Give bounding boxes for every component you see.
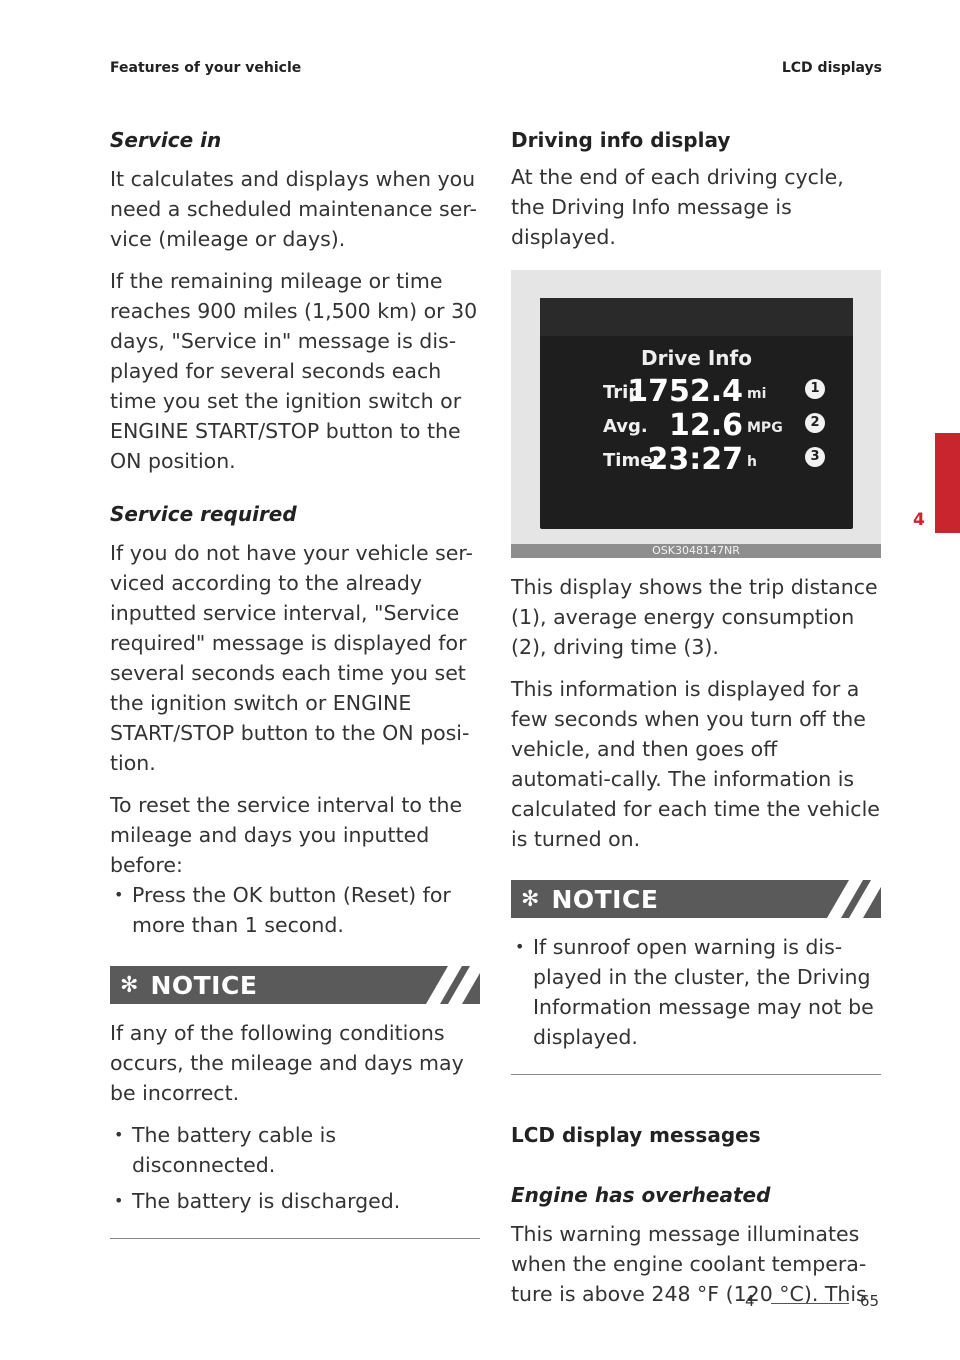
driving-info-paragraph: At the end of each driving cycle, the Dr… bbox=[511, 165, 844, 249]
chapter-tab-number: 4 bbox=[913, 510, 925, 530]
notice-banner-left: ✻ NOTICE bbox=[110, 966, 480, 1004]
list-item: If sunroof open warning is dis-played in… bbox=[511, 932, 881, 1052]
timer-row: Timer 23:27 h 3 bbox=[540, 442, 853, 477]
notice-end-rule-right bbox=[511, 1074, 881, 1075]
footer-page-number: 65 bbox=[860, 1292, 880, 1310]
callout-2-icon: 2 bbox=[805, 413, 825, 433]
asterisk-icon: ✻ bbox=[521, 886, 540, 912]
display-description: This display shows the trip distance (1)… bbox=[511, 575, 878, 659]
notice-end-rule bbox=[110, 1238, 480, 1239]
avg-row: Avg. 12.6 MPG 2 bbox=[540, 408, 853, 443]
asterisk-icon: ✻ bbox=[120, 972, 139, 998]
running-header-left: Features of your vehicle bbox=[110, 60, 302, 76]
notice-bullet-list: The battery cable is disconnected. The b… bbox=[110, 1120, 480, 1216]
diagonal-stripes-icon bbox=[811, 880, 881, 918]
service-required-paragraph-1: If you do not have your vehicle ser-vice… bbox=[110, 541, 473, 775]
notice-banner-right: ✻ NOTICE bbox=[511, 880, 881, 918]
notice-bullet-list-right: If sunroof open warning is dis-played in… bbox=[511, 932, 881, 1052]
callout-3-icon: 3 bbox=[805, 447, 825, 467]
driving-info-heading: Driving info display bbox=[511, 128, 731, 152]
screen-top-band bbox=[540, 298, 853, 336]
figure-code: OSK3048147NR bbox=[511, 544, 881, 558]
notice-intro: If any of the following conditions occur… bbox=[110, 1021, 464, 1105]
drive-info-figure: Drive Info Trip 1752.4 mi 1 Avg. 12.6 MP… bbox=[511, 270, 881, 558]
chapter-tab bbox=[935, 433, 960, 533]
timer-value: 23:27 bbox=[647, 442, 744, 477]
list-item: The battery is discharged. bbox=[110, 1186, 480, 1216]
engine-overheated-paragraph: This warning message illuminates when th… bbox=[511, 1222, 867, 1306]
right-column: Driving info display At the end of each … bbox=[511, 128, 881, 1321]
service-required-paragraph-2: To reset the service interval to the mil… bbox=[110, 793, 463, 877]
trip-unit: mi bbox=[747, 386, 767, 402]
avg-label: Avg. bbox=[603, 416, 648, 437]
display-behavior: This information is displayed for a few … bbox=[511, 677, 880, 851]
service-in-paragraph-2: If the remaining mileage or time reaches… bbox=[110, 269, 478, 473]
engine-overheated-heading: Engine has overheated bbox=[511, 1183, 771, 1207]
list-item: The battery cable is disconnected. bbox=[110, 1120, 480, 1180]
timer-unit: h bbox=[747, 454, 757, 470]
avg-unit: MPG bbox=[747, 420, 783, 436]
notice-title: NOTICE bbox=[150, 970, 258, 1000]
callout-1-icon: 1 bbox=[805, 379, 825, 399]
service-in-paragraph-1: It calculates and displays when you need… bbox=[110, 167, 477, 251]
service-required-heading: Service required bbox=[110, 502, 297, 526]
reset-bullet-list: Press the OK button (Reset) for more tha… bbox=[110, 880, 480, 940]
avg-value: 12.6 bbox=[668, 408, 743, 443]
list-item: Press the OK button (Reset) for more tha… bbox=[110, 880, 480, 940]
cluster-lcd-screen: Drive Info Trip 1752.4 mi 1 Avg. 12.6 MP… bbox=[540, 298, 853, 529]
timer-label: Timer bbox=[603, 450, 662, 471]
left-column: Service in It calculates and displays wh… bbox=[110, 128, 480, 1239]
footer-chapter-number: 4 bbox=[745, 1292, 755, 1310]
trip-row: Trip 1752.4 mi 1 bbox=[540, 374, 853, 409]
notice-title: NOTICE bbox=[551, 884, 659, 914]
trip-value: 1752.4 bbox=[627, 374, 743, 409]
running-header-right: LCD displays bbox=[781, 60, 882, 76]
lcd-messages-heading: LCD display messages bbox=[511, 1123, 761, 1147]
display-title: Drive Info bbox=[640, 346, 752, 370]
footer-divider bbox=[771, 1303, 849, 1304]
service-in-heading: Service in bbox=[110, 128, 222, 152]
trip-label: Trip bbox=[603, 382, 642, 403]
diagonal-stripes-icon bbox=[410, 966, 480, 1004]
